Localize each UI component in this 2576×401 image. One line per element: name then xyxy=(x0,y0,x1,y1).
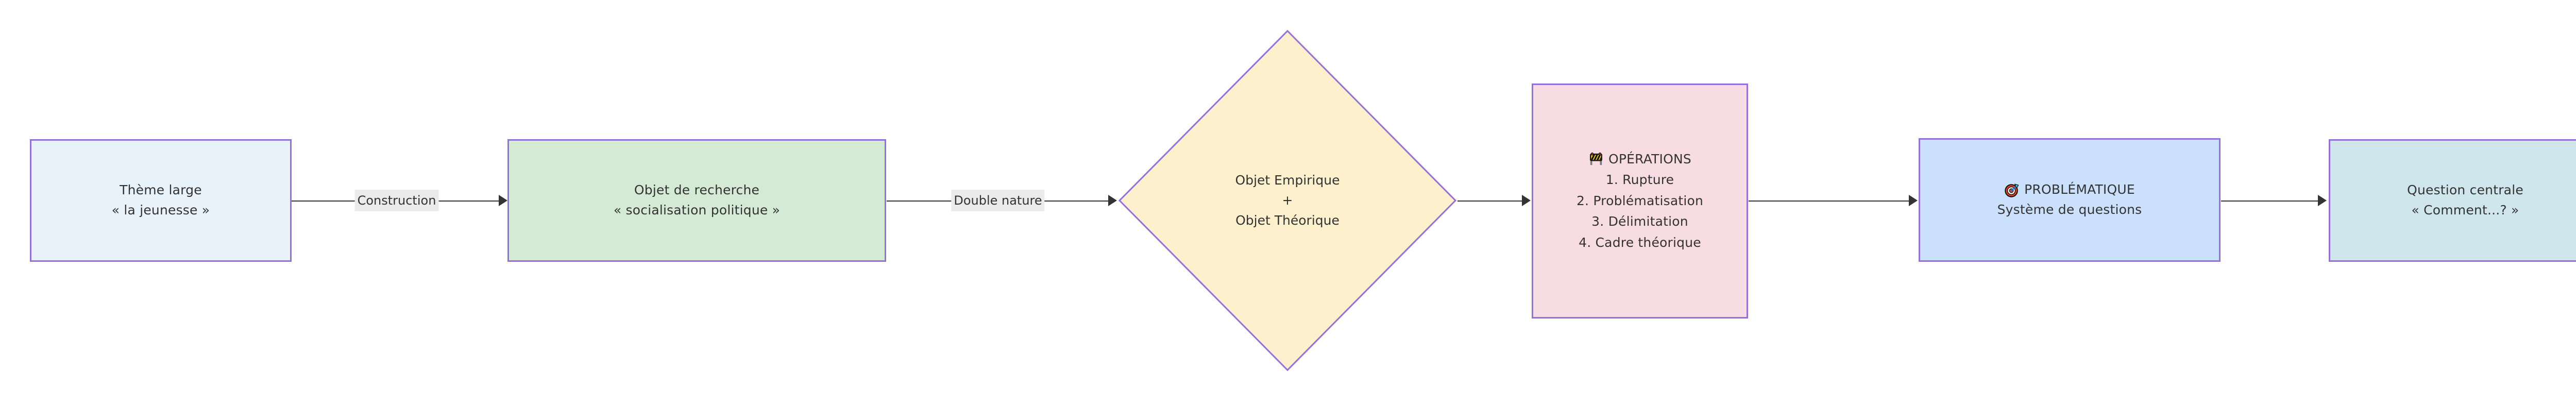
node-operations-item-4: 4. Cadre théorique xyxy=(1579,235,1701,250)
edge-operations-to-problematique-line xyxy=(1749,201,1910,202)
target-dart-icon xyxy=(2005,183,2019,197)
edge-diamond-to-operations-arrowhead xyxy=(1522,195,1531,206)
node-objet-de-recherche[interactable]: Objet de recherche « socialisation polit… xyxy=(507,139,886,262)
edge-operations-to-problematique-arrowhead xyxy=(1909,195,1918,206)
construction-barrier-icon xyxy=(1590,152,1602,165)
edge-diamond-to-operations-line xyxy=(1458,201,1523,202)
edge-problematique-to-question-line xyxy=(2221,201,2319,202)
node-theme-large-line1: Thème large xyxy=(120,182,202,198)
node-operations-item-3: 3. Délimitation xyxy=(1591,214,1688,229)
node-theme-large[interactable]: Thème large « la jeunesse » xyxy=(30,139,292,262)
node-problematique-title-row: PROBLÉMATIQUE xyxy=(2004,180,2135,200)
edge-label-double-nature: Double nature xyxy=(951,189,1045,212)
node-theme-large-line2: « la jeunesse » xyxy=(111,203,210,218)
edge-label-construction: Construction xyxy=(354,189,439,212)
node-operations-item-2: 2. Problématisation xyxy=(1576,193,1704,208)
node-operations-title-row: OPÉRATIONS xyxy=(1588,149,1691,170)
node-objet-de-recherche-line1: Objet de recherche xyxy=(634,182,760,198)
node-question-centrale[interactable]: Question centrale « Comment...? » xyxy=(2329,139,2576,262)
edge-problematique-to-question-arrowhead xyxy=(2318,195,2327,206)
node-question-centrale-line1: Question centrale xyxy=(2407,182,2523,198)
diamond-shape xyxy=(1118,29,1457,372)
node-objet-de-recherche-line2: « socialisation politique » xyxy=(613,203,781,218)
node-operations-item-1: 1. Rupture xyxy=(1605,172,1674,188)
node-objet-empirique-theorique[interactable]: Objet Empirique + Objet Théorique xyxy=(1118,29,1457,372)
node-operations[interactable]: OPÉRATIONS 1. Rupture 2. Problématisatio… xyxy=(1532,83,1748,319)
edge-theme-to-objet-arrowhead xyxy=(499,195,507,206)
node-question-centrale-line2: « Comment...? » xyxy=(2411,203,2519,218)
edge-objet-to-diamond-arrowhead xyxy=(1108,195,1117,206)
node-problematique-title: PROBLÉMATIQUE xyxy=(2024,182,2135,197)
node-operations-title: OPÉRATIONS xyxy=(1608,151,1691,166)
node-problematique-subtitle: Système de questions xyxy=(1997,202,2142,217)
node-problematique[interactable]: PROBLÉMATIQUE Système de questions xyxy=(1919,138,2221,262)
